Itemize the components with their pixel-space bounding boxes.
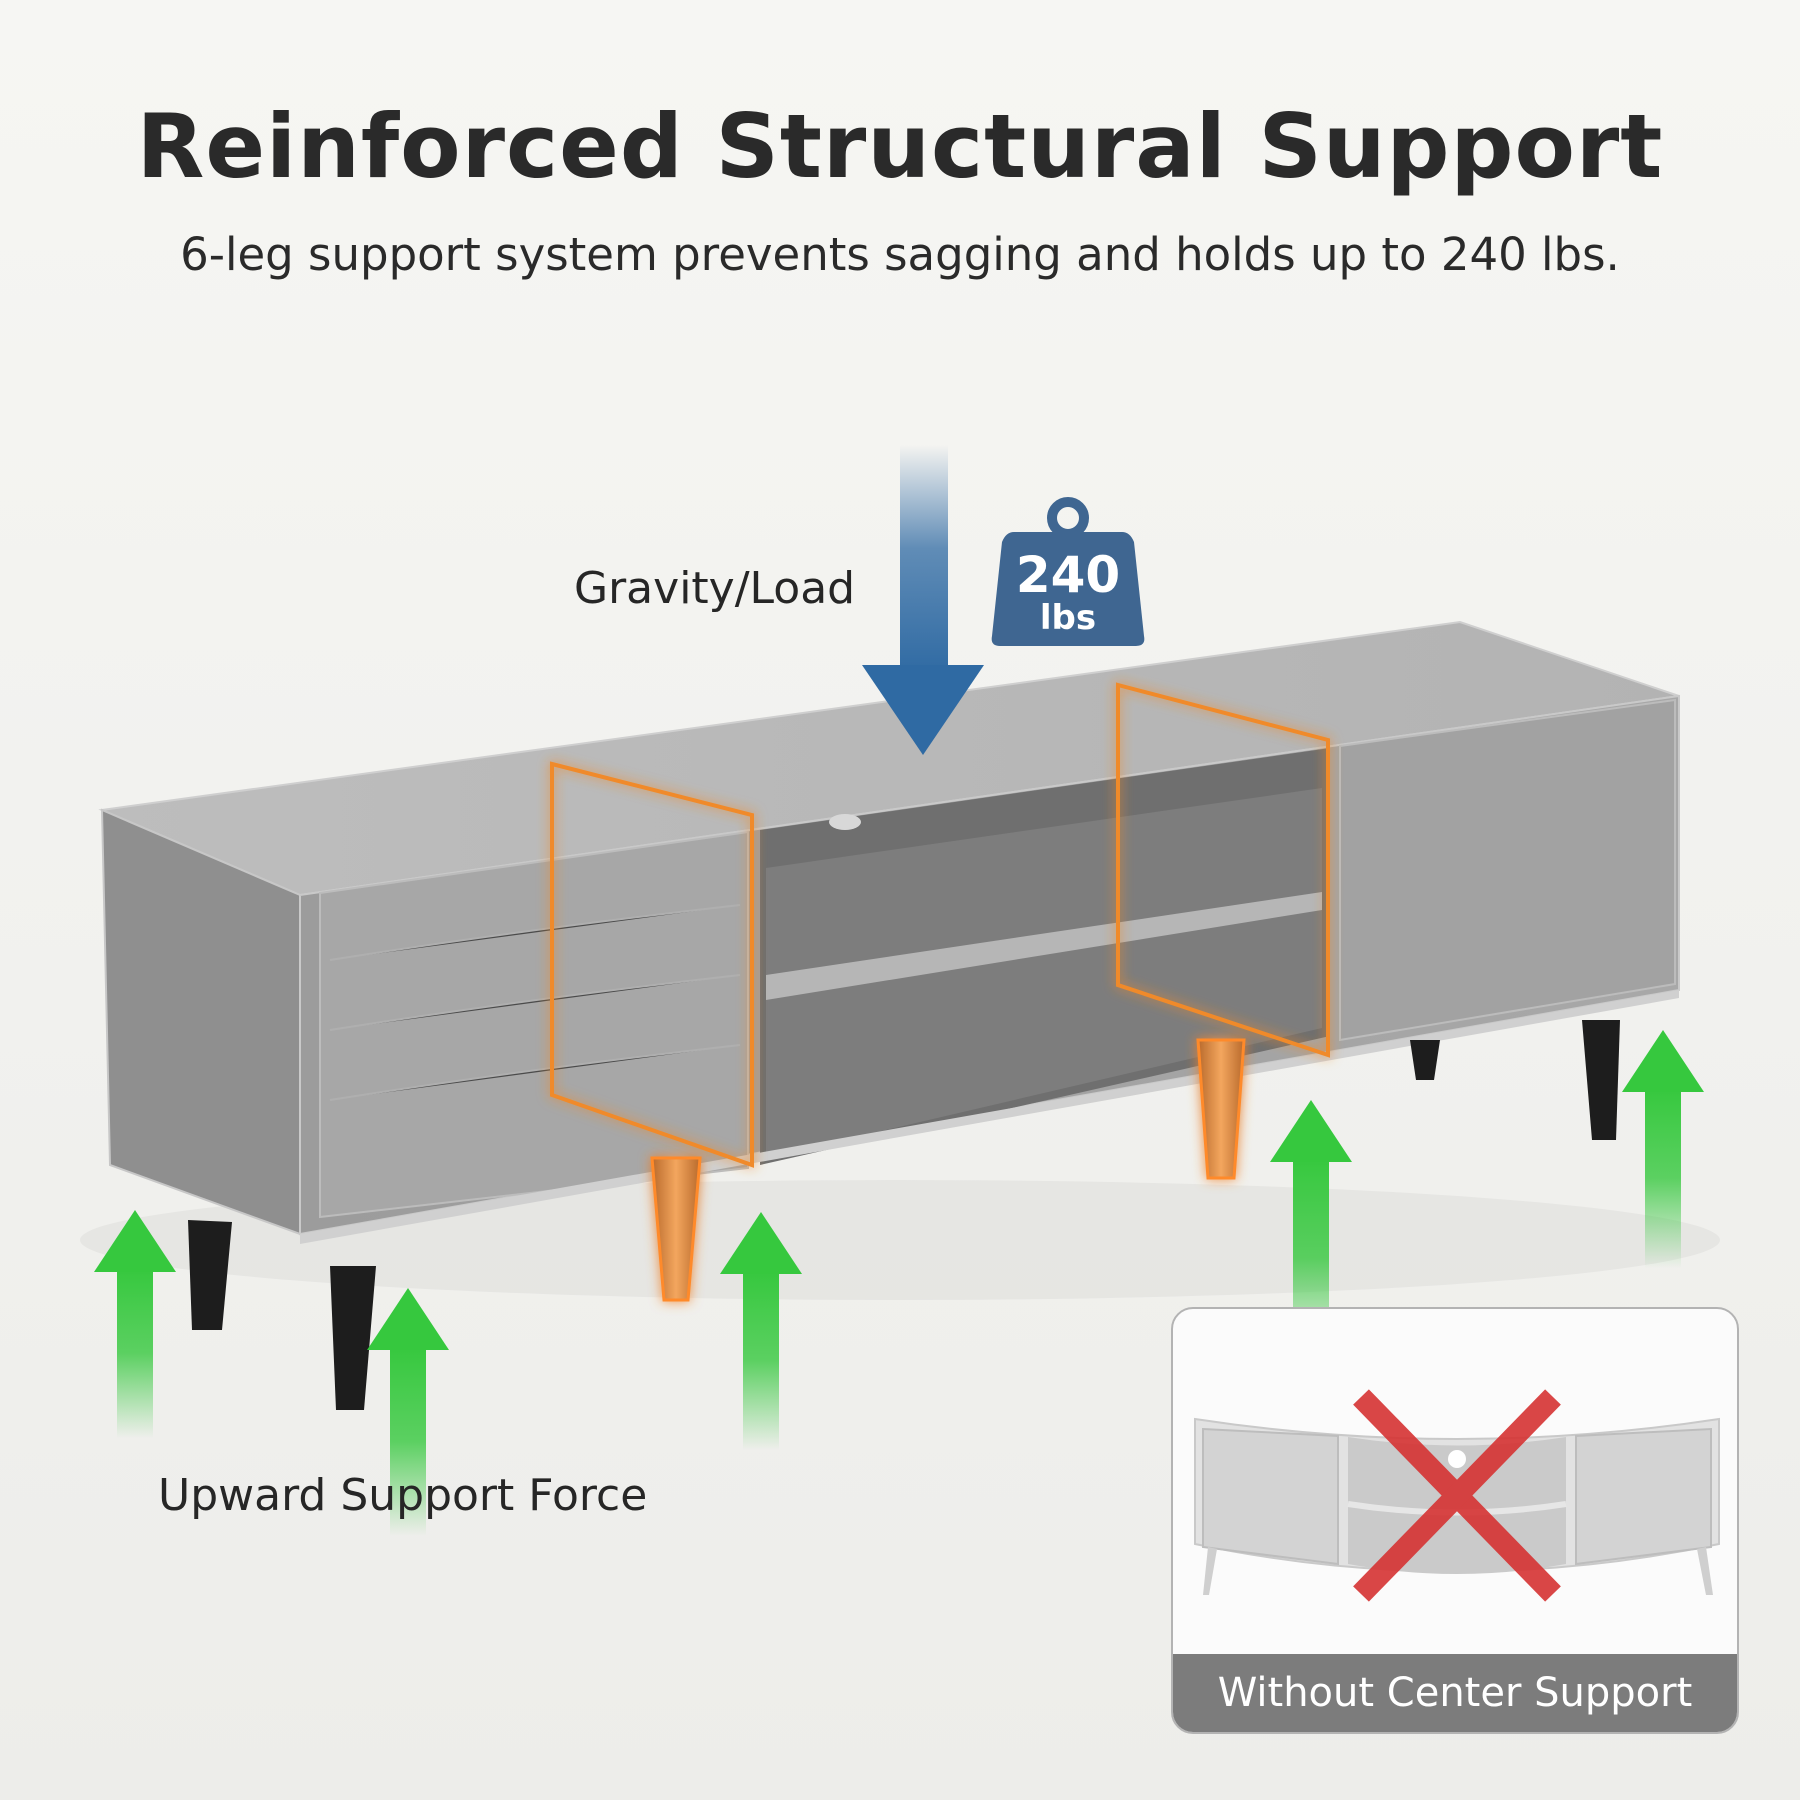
left-door [319,830,749,1219]
tv-stand-cabinet [98,620,1680,1244]
comparison-inset: Without Center Support [1171,1307,1739,1734]
cable-hole [829,814,861,830]
weight-badge: 240 lbs [992,498,1144,646]
red-cross-icon [1353,1389,1561,1602]
page-subtitle: 6-leg support system prevents sagging an… [180,228,1620,281]
right-door [1339,698,1676,1042]
sagging-shelf [1347,1501,1567,1516]
leg-center-highlight-2 [1196,1038,1246,1180]
compartment-back [766,788,1322,1158]
sagging-cable-hole [1448,1450,1466,1468]
leg-front-right [1582,1020,1620,1140]
leg-center-highlight-1 [650,1156,702,1302]
weight-value: 240 [1015,546,1121,604]
inset-caption: Without Center Support [1173,1654,1737,1732]
sagging-right-door [1575,1427,1712,1566]
middle-shelf [766,892,1322,1000]
sagging-left-door [1202,1427,1339,1566]
leg-front-left-2 [330,1266,376,1410]
legs [188,1020,1620,1410]
sagging-leg-right [1697,1547,1713,1595]
sagging-leg-left [1203,1547,1217,1595]
upward-support-label: Upward Support Force [158,1470,648,1521]
gravity-load-label: Gravity/Load [574,563,856,614]
support-panel-highlights [550,682,1330,1168]
kettlebell-weight-icon [991,497,1145,646]
down-arrow-icon [862,445,984,755]
support-panel-right [1116,682,1330,1058]
page-title: Reinforced Structural Support [136,95,1664,198]
bottom-rail [300,990,1679,1244]
sagging-stand-illustration [1194,1389,1720,1602]
weight-unit: lbs [1039,598,1097,638]
support-panel-left [550,761,754,1168]
leg-back-right [1410,1040,1440,1080]
leg-front-left-1 [188,1220,232,1330]
